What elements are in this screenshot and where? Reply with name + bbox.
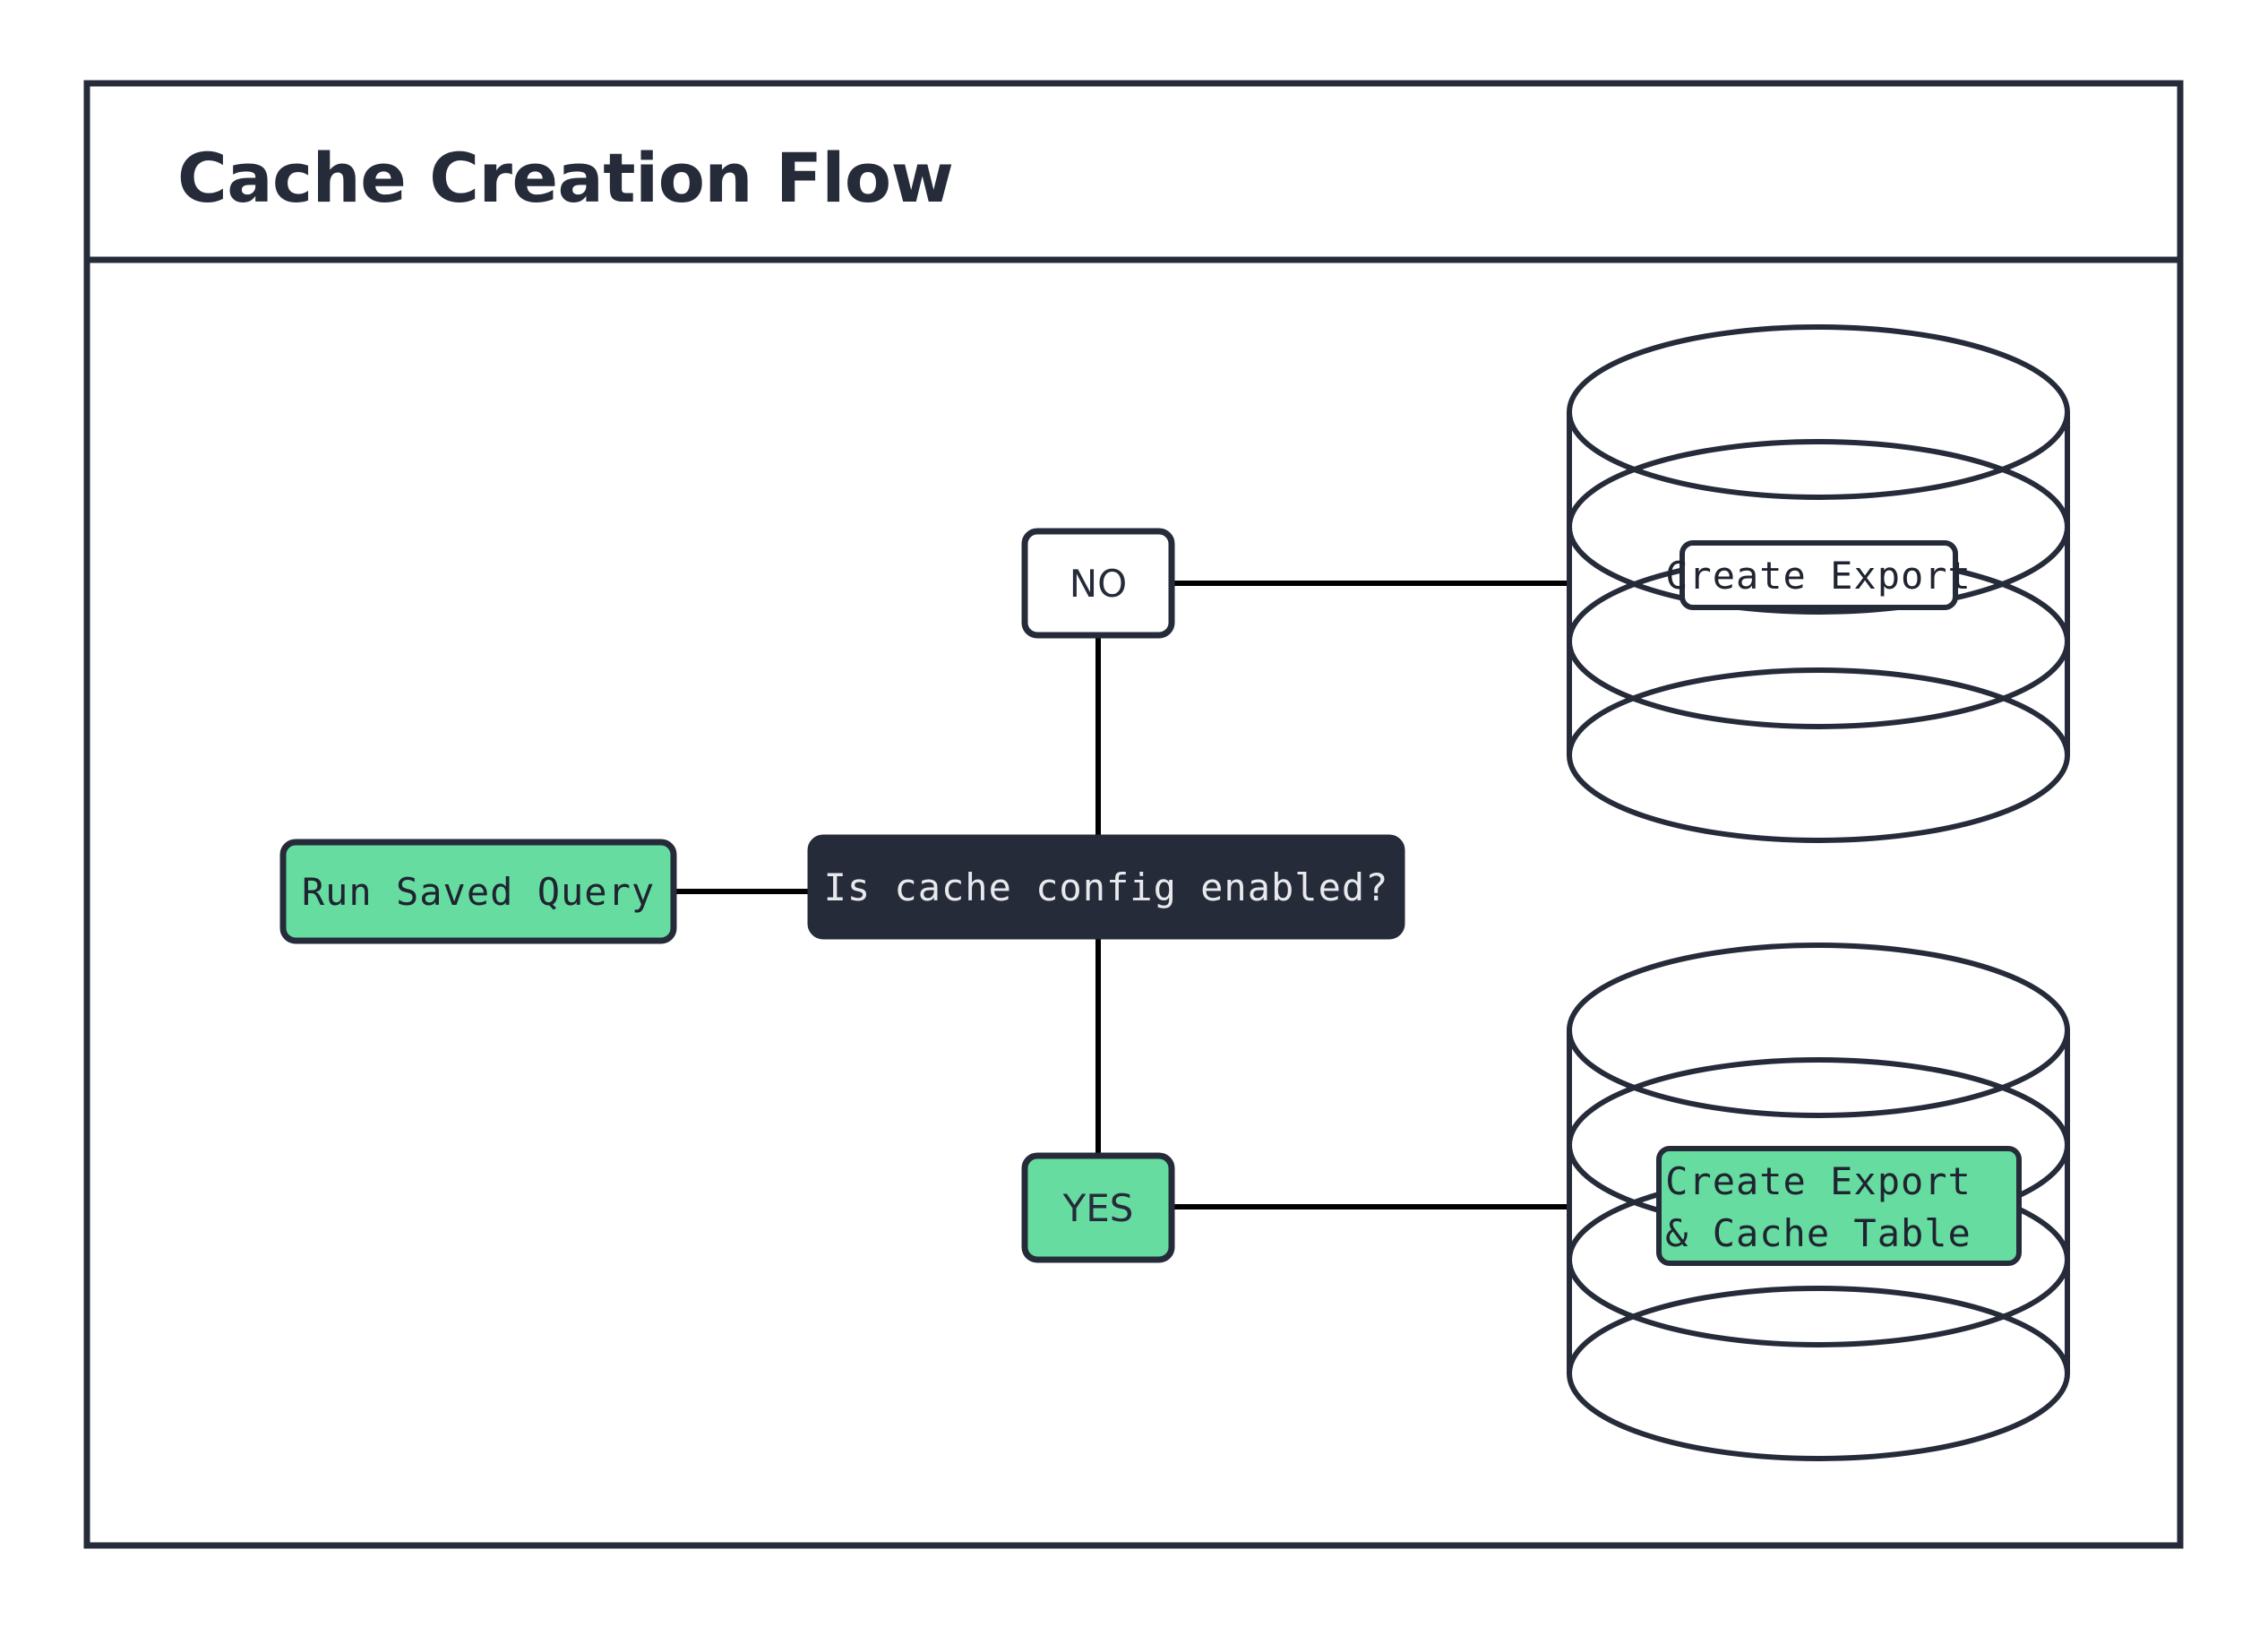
run-saved-query-label: Run Saved Query [302,870,655,914]
node-branch-yes[interactable]: YES [1021,1152,1175,1263]
database-bottom-label-box [1656,1146,2022,1266]
diagram-title: Cache Creation Flow [177,138,953,218]
branch-yes-box[interactable] [1021,1152,1175,1263]
cylinder-disk-4 [1567,667,2070,843]
branch-no-box[interactable] [1021,528,1175,639]
cylinder-disk-1 [1567,943,2070,1118]
branch-yes-label: YES [1062,1186,1134,1230]
database-create-export-cache-table: Create Export & Cache Table [1567,943,2070,1461]
branch-no-label: NO [1070,562,1127,606]
database-top-label-box [1680,540,1958,610]
database-bottom-label-line-2: & Cache Table [1665,1211,1972,1255]
diagram-frame [83,80,2184,1549]
run-saved-query-box[interactable] [279,839,677,944]
decision-box[interactable] [807,834,1405,940]
database-top-label: Create Export [1665,554,1972,598]
node-branch-no[interactable]: NO [1021,528,1175,639]
node-run-saved-query[interactable]: Run Saved Query [279,839,677,944]
cylinder-disk-4 [1567,1286,2070,1461]
decision-label: Is cache config enabled? [824,865,1389,909]
node-is-cache-config-enabled[interactable]: Is cache config enabled? [807,834,1405,940]
cylinder-disk-2 [1567,439,2070,615]
database-create-export: Create Export [1567,324,2070,843]
database-bottom-label-line-1: Create Export [1665,1159,1972,1203]
cylinder-disk-1 [1567,324,2070,500]
